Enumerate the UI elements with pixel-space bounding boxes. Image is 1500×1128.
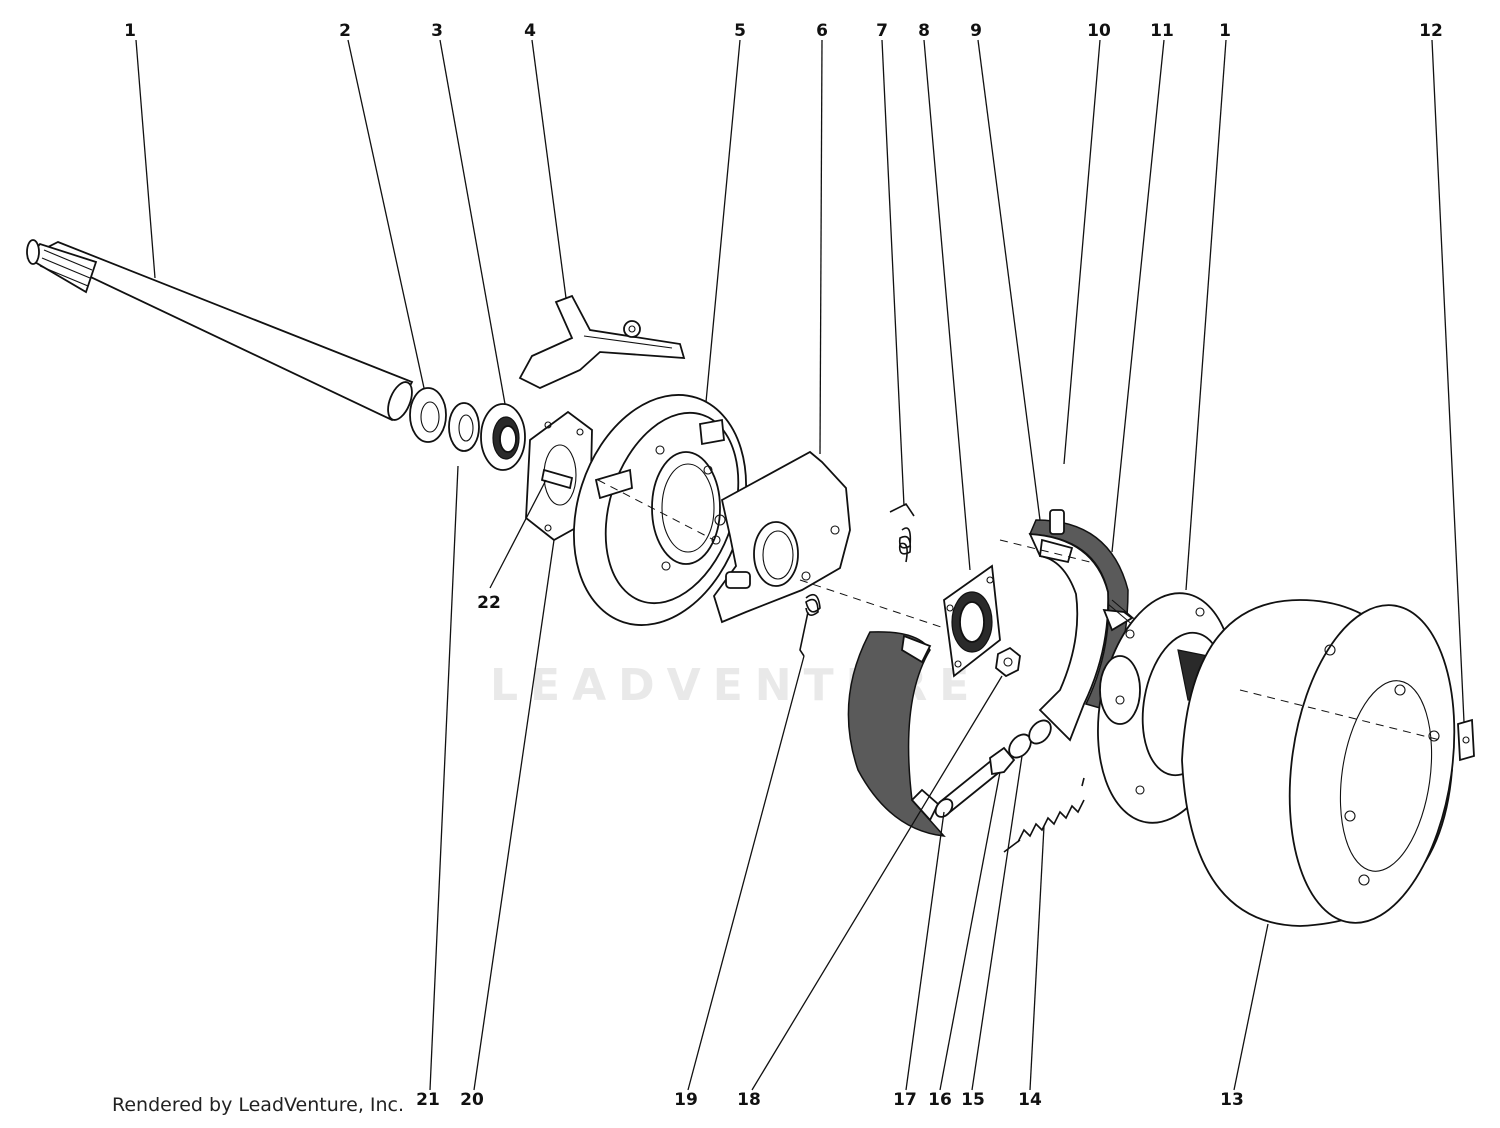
- callout-5: 5: [734, 21, 746, 41]
- hex-nut[interactable]: [995, 646, 1021, 678]
- adjuster-nut[interactable]: [989, 746, 1016, 776]
- callout-9: 9: [970, 21, 982, 41]
- callout-20: 20: [460, 1090, 484, 1110]
- axle-seal[interactable]: [409, 387, 447, 443]
- seal-plate[interactable]: [943, 564, 1001, 678]
- callout-17: 17: [893, 1090, 917, 1110]
- return-spring-upper[interactable]: [889, 502, 915, 563]
- callout-11: 11: [1150, 21, 1174, 41]
- brake-lever[interactable]: [518, 294, 686, 389]
- leader-lines: [135, 39, 1465, 1091]
- square-key[interactable]: [540, 468, 574, 490]
- callout-19: 19: [674, 1090, 698, 1110]
- backing-plate[interactable]: [546, 372, 775, 647]
- callout-1-top-left: 1: [124, 21, 136, 41]
- callout-labels: 1 2 3 4 5 6 7 8 9 10 11 1 12 22 21 20 19…: [124, 21, 1443, 1110]
- return-spring-lower[interactable]: [799, 593, 821, 657]
- callout-2: 2: [339, 21, 351, 41]
- callout-14: 14: [1018, 1090, 1042, 1110]
- callout-15: 15: [961, 1090, 985, 1110]
- render-credit: Rendered by LeadVenture, Inc.: [112, 1094, 405, 1116]
- callout-18: 18: [737, 1090, 761, 1110]
- callout-3: 3: [431, 21, 443, 41]
- callout-16: 16: [928, 1090, 952, 1110]
- callout-4: 4: [524, 21, 536, 41]
- callout-13: 13: [1220, 1090, 1244, 1110]
- callout-7: 7: [876, 21, 888, 41]
- callout-22: 22: [477, 593, 501, 613]
- drum-clip[interactable]: [1457, 718, 1475, 762]
- callout-6: 6: [816, 21, 828, 41]
- callout-10: 10: [1087, 21, 1111, 41]
- anchor-plate[interactable]: [713, 450, 851, 624]
- callout-8: 8: [918, 21, 930, 41]
- brake-drum[interactable]: [1181, 594, 1473, 933]
- brake-shoe-lower[interactable]: [847, 631, 946, 837]
- wheel-bearing[interactable]: [480, 403, 526, 471]
- brake-shoe-upper[interactable]: [1028, 509, 1129, 742]
- adjuster-spring[interactable]: [1003, 777, 1085, 853]
- callout-1-top-right: 1: [1219, 21, 1231, 41]
- assembly-axis: [597, 479, 1441, 741]
- callout-21: 21: [416, 1090, 440, 1110]
- callout-12: 12: [1419, 21, 1443, 41]
- adjuster-sleeve[interactable]: [1005, 716, 1056, 761]
- spacer-washer[interactable]: [448, 402, 480, 452]
- axle-shaft[interactable]: [26, 239, 417, 423]
